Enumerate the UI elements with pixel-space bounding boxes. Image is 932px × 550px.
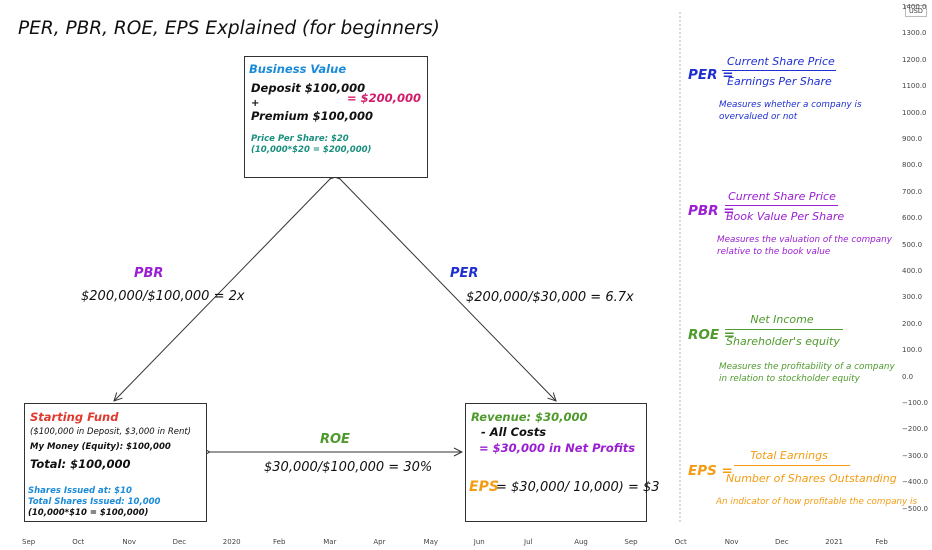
x-axis-tick: May [423, 538, 439, 546]
eps-formula-label: EPS = [688, 463, 733, 479]
business-value-total: = $200,000 [347, 91, 422, 105]
y-axis-tick: 200.0 [902, 319, 923, 328]
x-axis-tick: Dec [172, 538, 187, 546]
per-denominator: Earnings Per Share [727, 75, 832, 88]
y-axis-tick: 1200.0 [902, 55, 927, 64]
pbr-edge-label: PBR [134, 266, 164, 281]
y-axis-tick: −500.0 [902, 504, 928, 513]
y-axis-tick: −400.0 [902, 478, 928, 487]
roe-description: Measures the profitability of a company … [719, 362, 895, 385]
x-axis-tick: Nov [724, 538, 739, 546]
roe-formula-label: ROE = [688, 327, 736, 343]
roe-numerator: Net Income [750, 313, 814, 326]
pbr-fraction-line [725, 205, 838, 206]
eps-denominator: Number of Shares Outstanding [726, 472, 897, 485]
premium-text: Premium $100,000 [251, 109, 374, 123]
y-axis-tick: 1000.0 [902, 108, 927, 117]
pbr-desc-line1: Measures the valuation of the company [717, 235, 892, 245]
pbr-arrow [114, 179, 330, 401]
x-axis-tick: Sep [624, 538, 638, 546]
y-axis-tick: 1300.0 [902, 29, 927, 38]
equity-text: My Money (Equity): $100,000 [30, 442, 171, 452]
x-axis-tick: 2021 [825, 538, 844, 546]
y-axis-tick: −100.0 [902, 399, 928, 407]
eps-numerator: Total Earnings [750, 449, 828, 462]
eps-label: EPS [469, 479, 499, 495]
revenue-box: Revenue: $30,000 - All Costs = $30,000 i… [465, 403, 660, 522]
y-axis-tick: −300.0 [902, 451, 928, 460]
eps-fraction-line [734, 465, 850, 466]
y-axis-tick: 400.0 [902, 267, 923, 275]
starting-fund-detail: ($100,000 in Deposit, $3,000 in Rent) [30, 427, 191, 437]
x-axis-tick: Mar [323, 538, 337, 546]
starting-fund-box: Starting Fund ($100,000 in Deposit, $3,0… [24, 403, 207, 522]
business-value-heading: Business Value [249, 62, 347, 76]
pbr-formula-label: PBR = [688, 203, 735, 219]
per-edge-calc: $200,000/$30,000 = 6.7x [466, 290, 634, 305]
x-axis-tick: 2020 [222, 538, 241, 546]
x-axis-tick: Feb [273, 538, 286, 546]
x-axis-tick: Oct [72, 538, 85, 546]
y-axis-tick: −200.0 [902, 425, 928, 434]
per-edge-label: PER [450, 266, 479, 281]
currency-badge[interactable]: USD [905, 5, 927, 17]
net-profits-text: = $30,000 in Net Profits [479, 441, 636, 455]
eps-formula: = $30,000/ 10,000) = $3 [496, 480, 660, 495]
roe-fraction-line [725, 329, 843, 330]
eps-desc-line1: An indicator of how profitable the compa… [716, 497, 918, 507]
x-axis-tick: Dec [775, 538, 789, 546]
y-axis-tick: 800.0 [902, 161, 923, 170]
price-per-share-calc: (10,000*$20 = $200,000) [251, 145, 372, 155]
x-axis-tick: Jul [524, 538, 533, 546]
y-axis-tick: 100.0 [902, 346, 923, 355]
starting-fund-heading: Starting Fund [30, 410, 119, 424]
total-shares: Total Shares Issued: 10,000 [28, 497, 161, 507]
y-axis-tick: 900.0 [902, 135, 923, 143]
plus-sign: + [251, 98, 260, 109]
roe-desc-line2: in relation to stockholder equity [719, 373, 860, 384]
x-axis-tick: Oct [674, 538, 687, 546]
y-axis-tick: 600.0 [902, 214, 923, 223]
roe-desc-line1: Measures the profitability of a company [719, 362, 895, 372]
eps-description: An indicator of how profitable the compa… [716, 497, 917, 509]
per-desc-line2: overvalued or not [719, 111, 798, 122]
pbr-numerator: Current Share Price [728, 190, 836, 203]
per-description: Measures whether a company is overvalued… [719, 100, 862, 123]
shares-calc: (10,000*$10 = $100,000) [28, 508, 149, 518]
x-axis-tick: Sep [22, 538, 36, 546]
pbr-desc-line2: relative to the book value [717, 246, 831, 257]
x-axis-tick: Jun [473, 538, 485, 546]
shares-issued: Shares Issued at: $10 [28, 486, 132, 496]
roe-denominator: Shareholder's equity [726, 335, 840, 348]
per-numerator: Current Share Price [727, 55, 835, 68]
pbr-description: Measures the valuation of the company re… [717, 235, 892, 258]
page-title: PER, PBR, ROE, EPS Explained (for beginn… [18, 18, 440, 39]
per-arrow [340, 179, 556, 401]
pbr-denominator: Book Value Per Share [726, 210, 845, 223]
all-costs-text: - All Costs [481, 425, 547, 439]
y-axis-tick: 500.0 [902, 240, 923, 249]
x-axis-tick: Feb [875, 538, 888, 546]
y-axis-tick: 1100.0 [902, 82, 927, 91]
y-axis-tick: 0.0 [902, 372, 914, 381]
roe-edge-calc: $30,000/$100,000 = 30% [264, 460, 433, 475]
x-axis-tick: Aug [574, 538, 588, 546]
y-axis-tick: 300.0 [902, 293, 923, 302]
per-desc-line1: Measures whether a company is [719, 100, 862, 110]
starting-fund-total: Total: $100,000 [30, 457, 131, 471]
x-axis-tick: Apr [373, 538, 386, 546]
deposit-text: Deposit $100,000 [251, 81, 366, 95]
business-value-box: Business Value Deposit $100,000 + Premiu… [244, 56, 428, 178]
pbr-edge-calc: $200,000/$100,000 = 2x [81, 289, 245, 304]
price-per-share: Price Per Share: $20 [251, 134, 349, 144]
roe-edge-label: ROE [320, 432, 350, 447]
revenue-heading: Revenue: $30,000 [471, 410, 588, 424]
per-formula-label: PER = [688, 67, 734, 83]
x-axis-tick: Nov [122, 538, 137, 546]
y-axis-tick: 1400.0 [902, 3, 927, 11]
per-fraction-line [722, 70, 836, 71]
y-axis-tick: 700.0 [902, 187, 923, 196]
